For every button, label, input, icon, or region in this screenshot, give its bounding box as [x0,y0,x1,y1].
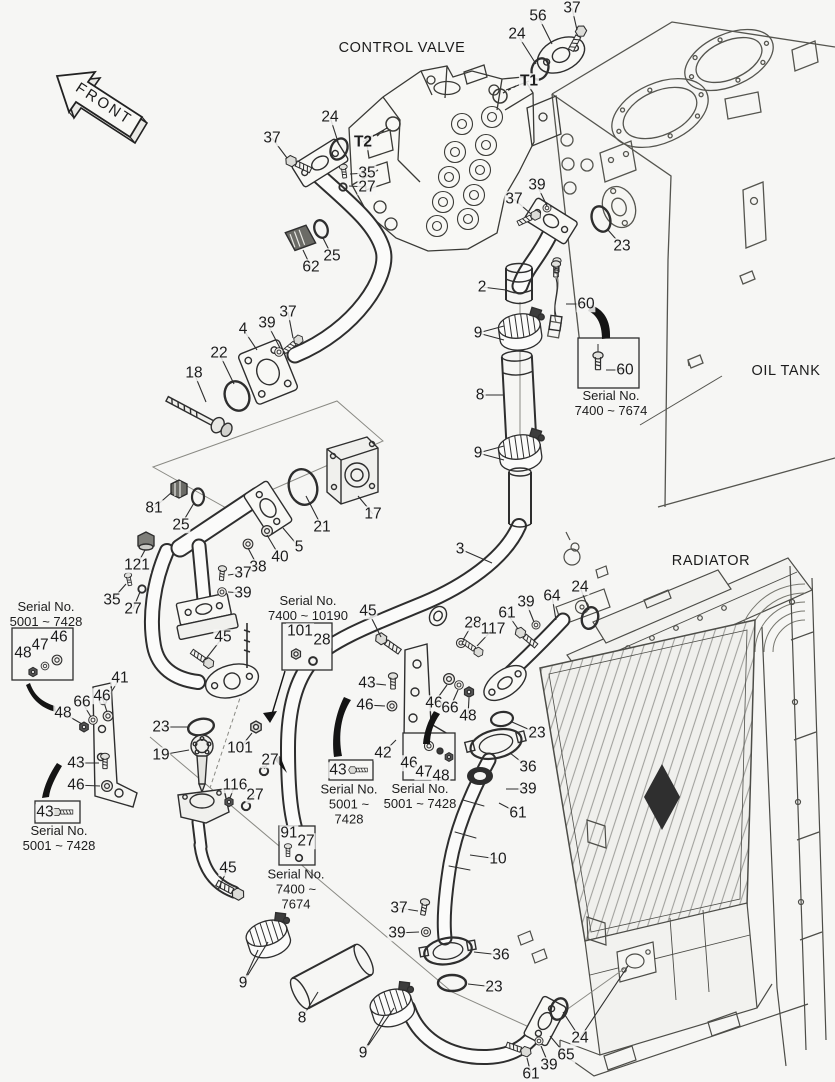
leader-line [302,249,312,268]
leader-line [364,704,386,707]
leader-line [481,286,507,291]
leader-line [449,689,459,709]
leader-line [473,951,502,956]
leader-line [509,752,529,768]
leader-line [193,372,207,403]
leader-line [540,1045,550,1066]
leader-line [153,491,173,509]
leader-line [271,137,288,159]
leader-line [204,636,224,661]
leader-line [81,701,92,718]
leader-line [242,949,259,984]
leader-line [382,739,397,754]
leader-line [467,983,495,988]
leader-line [579,965,629,1039]
leader-line [476,628,494,647]
leader-line [357,495,374,515]
leader-line [459,548,493,564]
leader-line [607,229,623,247]
leader-line [136,549,146,566]
leader-line [227,591,244,594]
leader-line [462,622,474,641]
leader-line [247,547,259,568]
leader-line [218,352,235,385]
leader-line [506,612,519,630]
leader-line [282,527,300,548]
leader-line [525,601,535,623]
leader-line [433,684,448,704]
leader-line [266,534,281,558]
leader-line [516,33,537,65]
leader-line [366,682,387,686]
leader-line [396,931,420,934]
leader-line [526,1057,532,1075]
leader-line [562,1011,581,1039]
leader-line [227,572,244,576]
leader-line [322,237,333,257]
leader-line [242,328,258,351]
leader-line [239,732,253,749]
parts [79,23,612,1059]
leader-line [469,854,499,860]
control-valve-drawing [348,64,562,252]
leader-line [549,1035,567,1056]
leader-line [62,712,83,725]
leader-line [132,591,141,610]
flow-swooshes [26,305,611,798]
leader-line [246,794,256,804]
leader-line [513,198,532,215]
leader-line [287,311,294,339]
leader-line [498,802,519,814]
leader-line [160,749,190,756]
leader-line [571,7,578,31]
pipes [143,165,571,1066]
leader-line [180,502,195,526]
leader-line [467,697,470,717]
leader-line [398,907,419,912]
leader-line [229,784,236,799]
oil-tank-drawing [546,21,835,508]
leader-line [551,595,557,621]
leader-line [537,15,553,45]
radiator-drawing [517,531,827,1077]
leader-line [111,583,127,601]
leader-line [362,1015,385,1054]
front-arrow [55,70,149,145]
